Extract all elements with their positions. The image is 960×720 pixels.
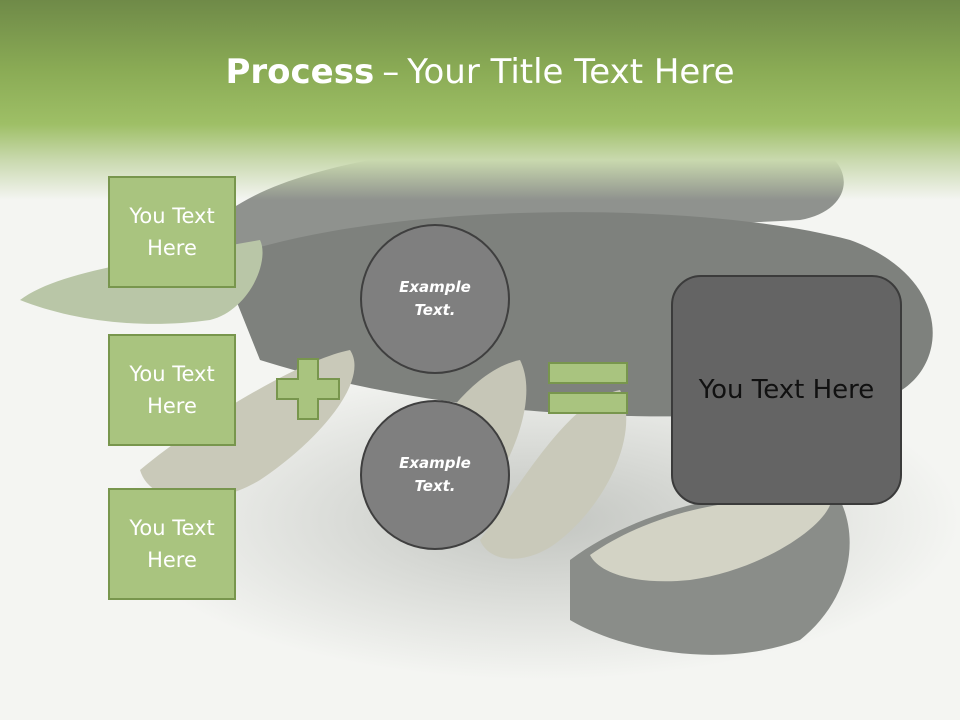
circle-label: Example Text. [399,278,471,319]
input-box-label: You Text Here [129,516,215,572]
input-box-label: You Text Here [129,362,215,418]
result-label: You Text Here [698,375,875,405]
title-dash: – [382,52,400,92]
circle-label: Example Text. [399,454,471,495]
equals-icon [548,362,628,414]
title-banner [0,0,960,200]
input-box-2[interactable]: You Text Here [108,334,236,446]
input-box-label: You Text Here [129,204,215,260]
plus-icon [276,358,340,420]
title-text: Your Title Text Here [407,52,735,92]
example-circle-1[interactable]: Example Text. [360,224,510,374]
input-box-1[interactable]: You Text Here [108,176,236,288]
result-box[interactable]: You Text Here [671,275,902,505]
title-keyword: Process [225,52,375,92]
slide-title[interactable]: Process–Your Title Text Here [0,52,960,92]
input-box-3[interactable]: You Text Here [108,488,236,600]
example-circle-2[interactable]: Example Text. [360,400,510,550]
